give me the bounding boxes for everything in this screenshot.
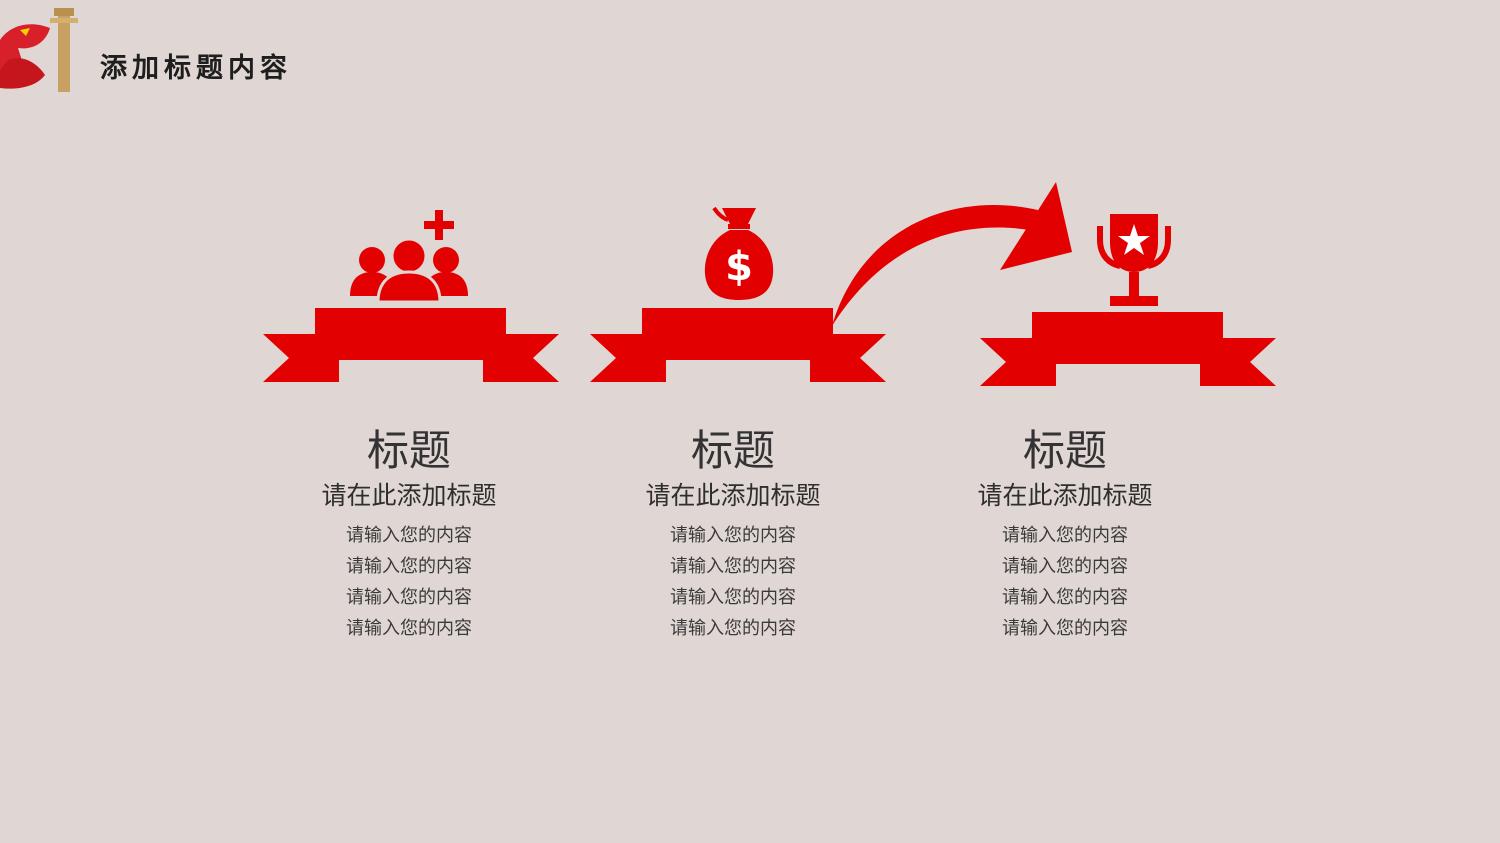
column-line: 请输入您的内容	[1002, 587, 1128, 608]
column-line: 请输入您的内容	[670, 525, 796, 546]
step-column-2: 标题 请在此添加标题 请输入您的内容 请输入您的内容 请输入您的内容 请输入您的…	[583, 426, 883, 644]
column-subtitle: 请在此添加标题	[977, 481, 1153, 510]
column-line: 请输入您的内容	[670, 556, 796, 577]
column-title: 标题	[690, 426, 775, 475]
column-subtitle: 请在此添加标题	[645, 481, 821, 510]
column-line: 请输入您的内容	[670, 587, 796, 608]
people-plus-icon	[350, 210, 468, 302]
column-line: 请输入您的内容	[346, 618, 472, 639]
svg-text:$: $	[725, 244, 753, 290]
trophy-icon	[1097, 214, 1171, 306]
column-line: 请输入您的内容	[1002, 556, 1128, 577]
column-title: 标题	[1022, 426, 1107, 475]
ribbon-banner-3	[980, 312, 1276, 386]
money-bag-icon: $	[704, 206, 774, 300]
step-column-1: 标题 请在此添加标题 请输入您的内容 请输入您的内容 请输入您的内容 请输入您的…	[259, 426, 559, 644]
column-title: 标题	[366, 426, 451, 475]
column-line: 请输入您的内容	[346, 587, 472, 608]
step-column-3: 标题 请在此添加标题 请输入您的内容 请输入您的内容 请输入您的内容 请输入您的…	[915, 426, 1215, 644]
column-line: 请输入您的内容	[346, 525, 472, 546]
ribbon-banner-2	[590, 308, 886, 382]
curved-arrow-icon	[832, 182, 1072, 326]
column-line: 请输入您的内容	[346, 556, 472, 577]
flag-logo-icon	[0, 8, 78, 92]
ribbon-banner-1	[263, 308, 559, 382]
page-title: 添加标题内容	[100, 53, 292, 84]
column-line: 请输入您的内容	[1002, 525, 1128, 546]
column-line: 请输入您的内容	[1002, 618, 1128, 639]
column-line: 请输入您的内容	[670, 618, 796, 639]
column-subtitle: 请在此添加标题	[321, 481, 497, 510]
